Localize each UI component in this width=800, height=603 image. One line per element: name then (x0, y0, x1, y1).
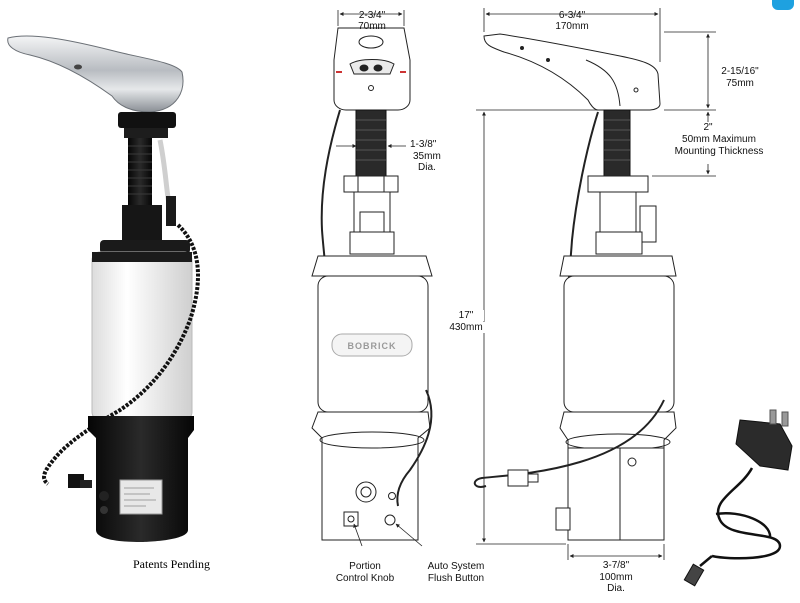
side-view-drawing (473, 33, 793, 587)
side-length-in: 6-3/4" (558, 10, 586, 21)
flush-label-line1: Auto System (427, 561, 485, 572)
spout-height-in: 2-15/16" (721, 66, 759, 77)
base-dia-mm: 100mm (599, 572, 633, 583)
overall-height-mm: 430mm (446, 322, 486, 333)
front-view-drawing (311, 27, 433, 541)
base-dia-word: Dia. (607, 583, 625, 594)
photo-caption: Patents Pending (133, 557, 210, 571)
mount-thickness-line2: Mounting Thickness (674, 146, 764, 157)
spout-photo (7, 35, 184, 113)
side-length-mm: 170mm (555, 21, 589, 32)
portion-label-line2: Control Knob (335, 573, 395, 584)
mount-thickness-in: 2" (703, 122, 713, 133)
front-width-mm: 70mm (358, 21, 386, 32)
overall-height-in: 17" (448, 310, 484, 321)
portion-label-line1: Portion (349, 561, 381, 572)
spout-height-mm: 75mm (726, 78, 754, 89)
flush-label-line2: Flush Button (427, 573, 485, 584)
shank-dia-word: Dia. (418, 162, 436, 173)
base-housing-photo (88, 416, 194, 542)
front-width-in: 2-3/4" (358, 10, 386, 21)
threaded-shank-photo (128, 138, 152, 208)
shank-dia-in: 1-3/8" (410, 139, 437, 150)
mount-thickness-line1: 50mm Maximum (682, 134, 756, 145)
base-dia-in: 3-7/8" (602, 560, 630, 571)
front-dimension-lines (336, 10, 423, 547)
corner-close-icon[interactable] (772, 0, 794, 10)
product-photo (7, 35, 200, 542)
shank-dia-mm: 35mm (413, 151, 441, 162)
bottle-brand: BOBRICK (348, 341, 397, 351)
